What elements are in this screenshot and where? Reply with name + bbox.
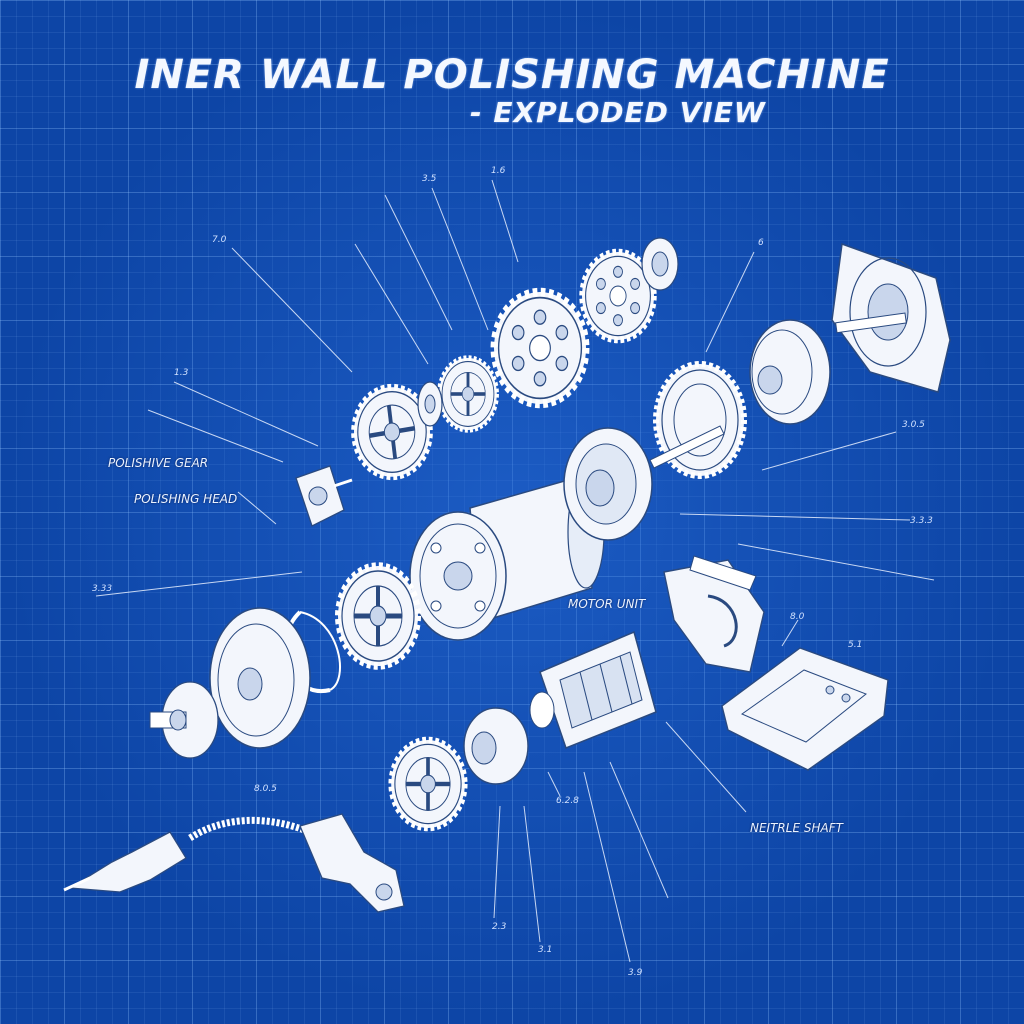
ref-number: 2.3 xyxy=(492,922,507,932)
cam-bracket-part xyxy=(663,555,765,673)
large-gear-part xyxy=(494,292,586,404)
ref-number: 3.9 xyxy=(628,968,643,978)
ref-number: 8.0.5 xyxy=(254,784,277,794)
ref-number: 3.1 xyxy=(538,945,553,955)
bearing-part xyxy=(641,237,679,291)
callout-motor-unit: MOTOR UNIT xyxy=(568,597,646,611)
pulley-disc-part xyxy=(749,319,831,425)
callout-polishing-head: POLISHING HEAD xyxy=(134,492,238,506)
callout-polishive-gear: POLISHIVE GEAR xyxy=(108,456,209,470)
lower-gear-part xyxy=(338,566,418,666)
ref-number: 1.3 xyxy=(174,368,189,378)
fan-cage-part xyxy=(463,707,529,785)
ring-gear-shaft-part xyxy=(649,361,747,479)
collar-part xyxy=(417,381,443,427)
handle-part xyxy=(299,813,405,913)
hub-part xyxy=(149,681,219,759)
cover-plate-part xyxy=(209,607,311,749)
ref-number: 5.1 xyxy=(848,640,863,650)
drawing-title: INER WALL POLISHING MACHINE xyxy=(134,52,890,98)
ref-number: 3.0.5 xyxy=(902,420,925,430)
small-gear-part xyxy=(439,358,497,430)
end-housing-part xyxy=(831,242,951,393)
ref-number: 3.5 xyxy=(422,174,437,184)
drawing-subtitle: - EXPLODED VIEW xyxy=(470,96,766,129)
motor-housing-part xyxy=(409,475,605,641)
ref-number: 3.3.3 xyxy=(910,516,933,526)
ref-number: 6 xyxy=(758,238,764,248)
end-cap-part xyxy=(563,427,653,541)
base-frame-part xyxy=(721,647,889,771)
flexible-shaft-part xyxy=(63,816,332,893)
ref-number: 3.33 xyxy=(92,584,113,594)
rotor-part xyxy=(529,630,657,749)
ref-number: 1.6 xyxy=(491,166,506,176)
leader-lines xyxy=(95,179,935,963)
callout-flexible-shaft: NEITRLE SHAFT xyxy=(750,821,843,835)
bottom-gear-part xyxy=(391,740,465,828)
ref-number: 7.0 xyxy=(212,235,227,245)
ref-number: 8.0 xyxy=(790,612,805,622)
ref-number: 6.2.8 xyxy=(556,796,579,806)
polishing-head-part xyxy=(295,465,353,527)
